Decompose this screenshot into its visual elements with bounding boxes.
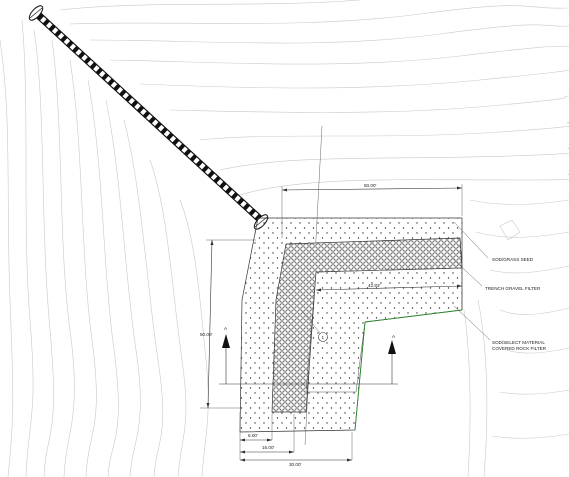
- section-arrow-right: [388, 340, 396, 354]
- dimension-bottom-width: 30.00': [289, 462, 301, 467]
- pipe-end-cap-top: [28, 5, 44, 21]
- callout-sod-grass-seed: SOD/GRASS SEED: [492, 257, 534, 262]
- filter-area: [239, 217, 463, 433]
- detail-tag-number: 1: [322, 335, 325, 340]
- callout-sod-select-line2: COVERED ROCK FILTER: [492, 346, 547, 351]
- section-arrow-left: [222, 334, 230, 348]
- dimension-strip-width: 6.00': [248, 433, 258, 438]
- dimension-inner-trench-length: 42.83': [368, 283, 380, 288]
- dimension-lines: [200, 184, 463, 462]
- section-mark-left: A: [224, 326, 228, 331]
- dimension-top-width: 50.00': [364, 183, 376, 188]
- section-mark-right: A: [392, 334, 396, 339]
- section-cut-a: A A: [219, 326, 398, 385]
- detail-tag: 1: [300, 309, 328, 342]
- drain-pipe: [28, 5, 269, 230]
- callout-sod-select-line1: SOD/SELECT MATERIAL: [492, 340, 545, 345]
- callout-trench-gravel-filter: TRENCH GRAVEL FILTER: [485, 286, 541, 291]
- dimension-left-height: 50.00': [200, 332, 212, 337]
- property-line: [354, 309, 463, 431]
- trench-gravel-filter-area: [271, 237, 463, 413]
- dimension-mid-width: 16.00': [262, 445, 274, 450]
- callout-leaders: [451, 221, 491, 341]
